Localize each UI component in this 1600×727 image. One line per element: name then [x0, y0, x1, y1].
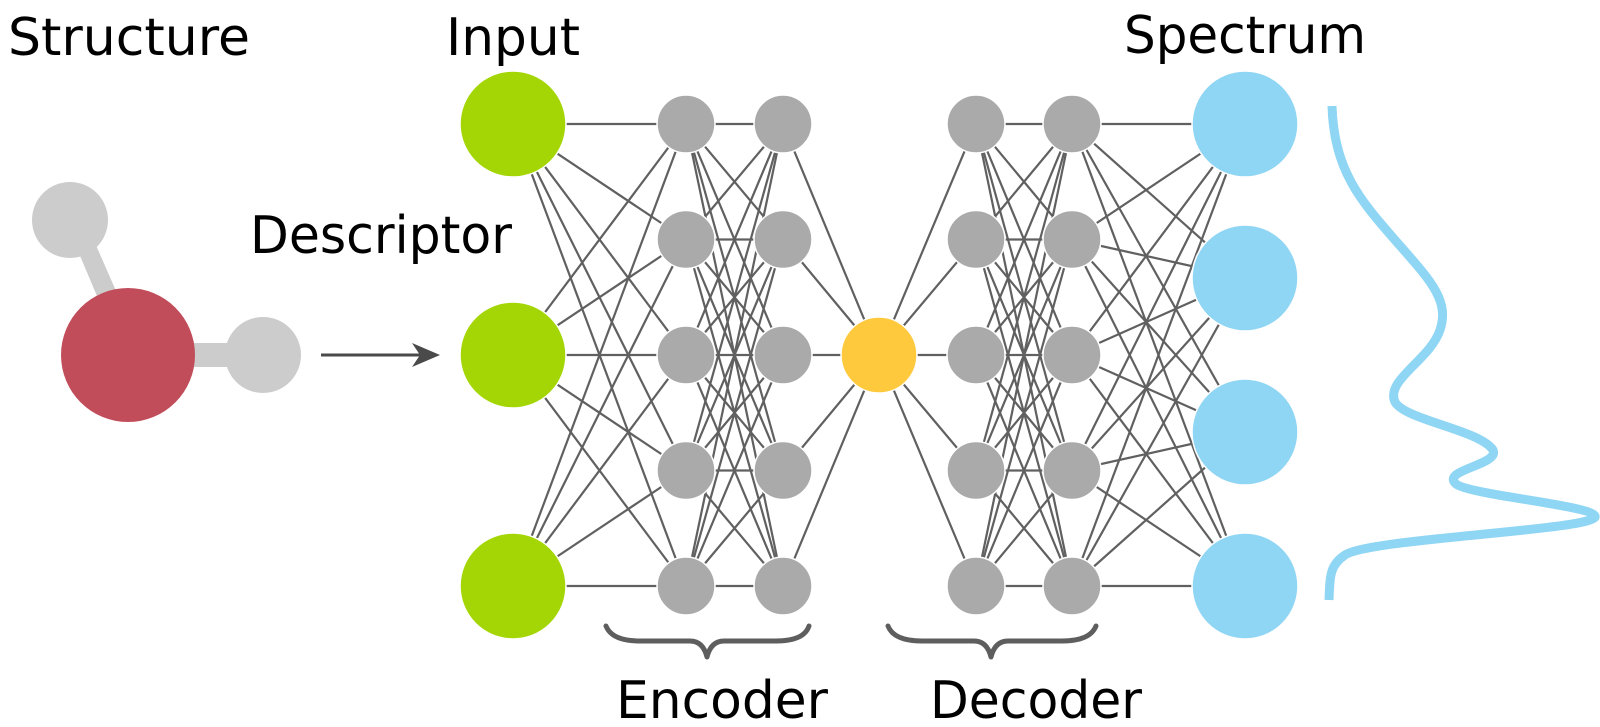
layer-latent [840, 316, 918, 394]
hydrogen-atom [225, 317, 301, 393]
output-node [1191, 532, 1299, 640]
connection-line [974, 123, 1074, 587]
encoder-node [656, 209, 716, 270]
layer-encoder-hidden-2 [753, 94, 813, 616]
decoder-node [946, 209, 1006, 270]
encoder-node [656, 440, 716, 501]
connection-line [684, 123, 785, 587]
connection-line [974, 354, 1074, 587]
layer-decoder-hidden-1 [946, 94, 1006, 616]
connection-line [877, 354, 978, 587]
connection-line [781, 354, 881, 587]
oxygen-atom [61, 288, 195, 422]
descriptor-label: Descriptor [250, 206, 513, 266]
input-node [459, 70, 567, 178]
decoder-node [946, 325, 1006, 385]
layer-encoder-hidden-1 [656, 94, 716, 616]
layer-decoder-hidden-2 [1042, 94, 1102, 616]
input-node [459, 532, 567, 640]
structure-label: Structure [8, 8, 250, 68]
encoder-node [753, 325, 813, 385]
output-node [1191, 224, 1299, 332]
encoder-node [656, 325, 716, 385]
connection-line [511, 123, 688, 587]
encoder-node [656, 556, 716, 616]
arrow-icon [321, 343, 440, 367]
encoder-node [656, 94, 716, 154]
connection-line [684, 239, 785, 587]
decoder-node [1042, 94, 1102, 154]
connection-line [512, 239, 687, 587]
connection-line [1071, 239, 1246, 587]
connection-line [1071, 123, 1246, 433]
output-node [1191, 378, 1299, 486]
spectrum-curve [1324, 105, 1600, 601]
connection-line [684, 123, 785, 471]
connection-line [974, 123, 1074, 356]
encoder-brace [603, 623, 812, 660]
connection-line [974, 239, 1074, 587]
decoder-label: Decoder [930, 671, 1143, 727]
encoder-node [753, 94, 813, 154]
water-molecule [32, 182, 301, 422]
connection-line [1071, 123, 1246, 471]
latent-node [840, 316, 918, 394]
connection-line [1070, 123, 1247, 587]
layer-input [459, 70, 567, 640]
connection-line [684, 354, 785, 587]
connection-line [877, 123, 978, 356]
decoder-node [1042, 556, 1102, 616]
decoder-node [1042, 325, 1102, 385]
input-node [459, 301, 567, 409]
connection-line [974, 123, 1074, 471]
decoder-node [1042, 209, 1102, 270]
encoder-label: Encoder [616, 671, 829, 727]
decoder-node [946, 94, 1006, 154]
encoder-node [753, 556, 813, 616]
encoder-node [753, 209, 813, 270]
decoder-brace [885, 623, 1099, 660]
connection-line [781, 123, 881, 356]
input-label: Input [446, 8, 580, 68]
decoder-node [946, 440, 1006, 501]
spectrum-label: Spectrum [1124, 6, 1366, 66]
connection-line [684, 123, 785, 356]
decoder-node [946, 556, 1006, 616]
connection-line [1071, 277, 1246, 587]
encoder-node [753, 440, 813, 501]
layer-output [1191, 70, 1299, 640]
decoder-node [1042, 440, 1102, 501]
hydrogen-atom [32, 182, 108, 258]
network-nodes [459, 70, 1299, 640]
output-node [1191, 70, 1299, 178]
